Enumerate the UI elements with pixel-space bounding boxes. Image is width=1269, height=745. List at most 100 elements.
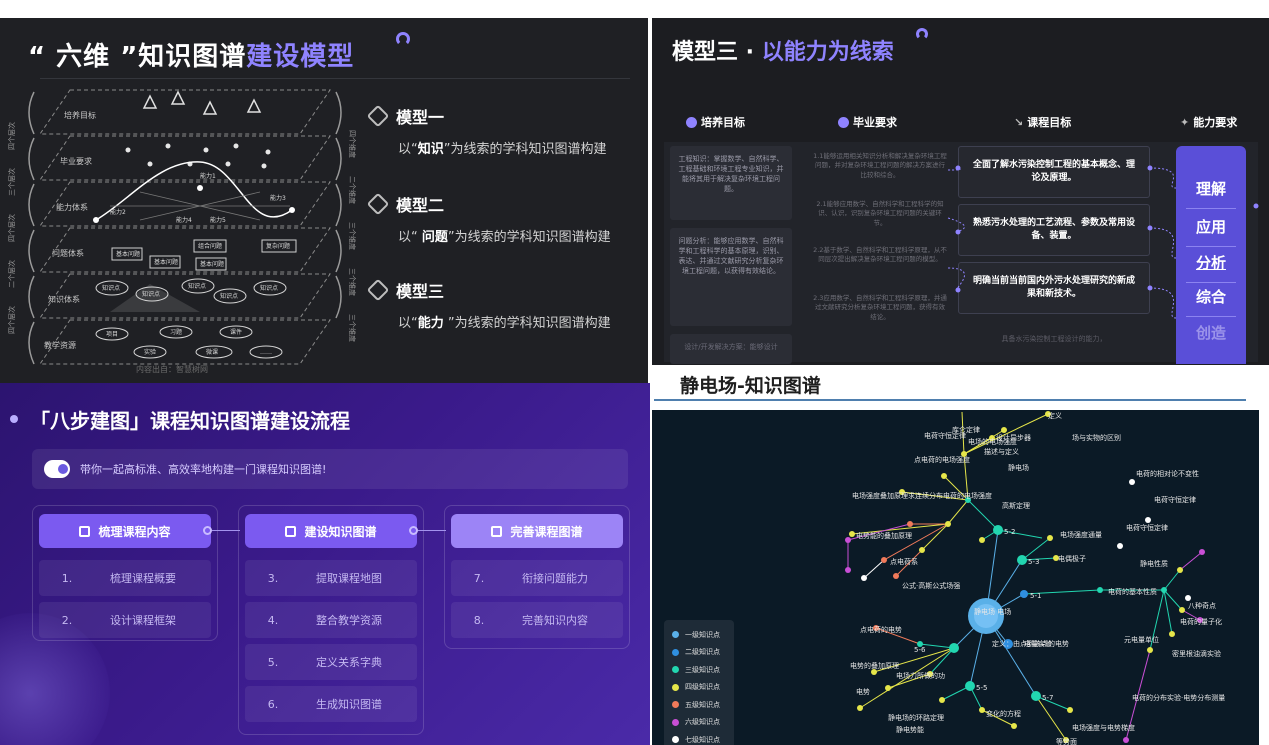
problem-node: 基本问题 — [200, 260, 224, 268]
step-item[interactable]: 5.定义关系字典 — [245, 644, 417, 680]
model-two: 模型二 以“ 问题”为线索的学科知识图谱构建 — [366, 192, 611, 245]
model-desc: 以“ 问题”为线索的学科知识图谱构建 — [398, 230, 611, 245]
ring-icon — [396, 32, 410, 46]
graph-label: 电量实验 — [1024, 639, 1052, 648]
cube-icon — [366, 192, 390, 216]
side-note: 二个层次 — [7, 260, 16, 288]
step-item[interactable]: 7.衔接问题能力 — [451, 560, 623, 596]
graph-label: 定义：由点到该点的电势 — [992, 639, 1069, 648]
graph-label: 电势能的叠加原理 — [856, 531, 912, 540]
divider — [40, 78, 630, 79]
graph-label: 5-5 — [976, 684, 987, 692]
side-note: 二个维度 — [348, 176, 357, 204]
legend-item[interactable]: 四级知识点 — [672, 679, 726, 697]
layer-plate — [39, 135, 331, 181]
goal-card: 工程知识：掌握数学、自然科学、工程基础和环境工程专业知识，并能将其用于解决复杂环… — [670, 146, 792, 220]
column-header: 培养目标 — [686, 114, 745, 130]
graph-label: 场与实物的区别 — [1072, 433, 1121, 442]
cube-icon — [366, 104, 390, 128]
graph-label: 密里根油滴实验 — [1172, 649, 1221, 658]
graph-label: 电荷的量子化 — [1180, 617, 1222, 626]
ability-node: 能力1 — [200, 172, 216, 180]
requirement-text: 2.2基于数学、自然科学和工程科学原理，从不同层次提出解决复杂环境工程问题的模型… — [813, 246, 947, 264]
graph-label: 电场强度通量 — [1060, 530, 1102, 539]
resource-node: 微课 — [206, 348, 218, 356]
step-item[interactable]: 3.提取课程地图 — [245, 560, 417, 596]
layer-label: 毕业要求 — [60, 156, 92, 166]
goal-triangle — [142, 94, 158, 109]
graph-label: 静电场的环路定理 — [888, 713, 944, 722]
legend-item[interactable]: 一级知识点 — [672, 626, 726, 644]
problem-node: 基本问题 — [116, 250, 140, 258]
legend-item[interactable]: 六级知识点 — [672, 714, 726, 732]
model-name: 模型一 — [396, 108, 445, 127]
bullet-icon — [10, 415, 18, 423]
legend-item[interactable]: 七级知识点 — [672, 731, 726, 745]
graph-label: 点电荷系 — [890, 557, 918, 566]
layer-label: 问题体系 — [52, 248, 84, 258]
group-header[interactable]: 梳理课程内容 — [39, 514, 211, 548]
dot-icon — [672, 736, 679, 744]
side-note: 三个层次 — [7, 168, 16, 196]
side-note: 四个层次 — [7, 214, 16, 242]
divider — [1186, 282, 1236, 283]
course-goal-card: 全面了解水污染控制工程的基本概念、理论及原理。 — [958, 146, 1150, 198]
knowledge-node: 知识点 — [102, 284, 120, 292]
graph-label: 静电场 电场 — [974, 607, 1011, 616]
side-note: 四个层次 — [7, 306, 16, 334]
model-name: 模型二 — [396, 196, 445, 215]
problem-node: 组合问题 — [198, 242, 222, 250]
step-item[interactable]: 1.梳理课程概要 — [39, 560, 211, 596]
graph-label: 等势面 — [1056, 737, 1077, 745]
legend-item[interactable]: 二级知识点 — [672, 644, 726, 662]
layer-plate — [39, 89, 331, 135]
column-header: ✦能力要求 — [1180, 115, 1238, 130]
goal-triangle — [170, 90, 186, 105]
legend-item[interactable]: 三级知识点 — [672, 661, 726, 679]
resource-node: 实验 — [144, 348, 156, 356]
ability-column: 理解 应用 分析 综合 创造 — [1176, 146, 1246, 364]
step-group: 梳理课程内容 1.梳理课程概要 2.设计课程框架 — [32, 505, 218, 641]
graph-label: 电荷的分布实验·电势分布测量 — [1132, 693, 1225, 702]
requirement-text: 1.1能够运用相关知识分析和解决复杂环境工程问题，并对复杂环境工程问题的解决方案… — [813, 152, 947, 179]
side-note: 四个层次 — [7, 122, 16, 150]
connector-lines — [947, 165, 1259, 319]
ability-item: 应用 — [1195, 218, 1226, 236]
layer-plate — [39, 319, 331, 365]
graph-label: 八种奇点 — [1188, 601, 1216, 610]
connector-line — [212, 530, 240, 531]
ability-curve — [95, 161, 293, 221]
graph-label: 电场强度与电势梯度 — [1072, 723, 1135, 732]
legend-item[interactable]: 五级知识点 — [672, 696, 726, 714]
course-goal-card: 熟悉污水处理的工艺流程、参数及常用设备、装置。 — [958, 204, 1150, 256]
doc-icon — [79, 525, 91, 537]
arrow-icon: ↘ — [1014, 115, 1024, 129]
graph-label: 电荷守恒定律 — [1154, 495, 1196, 504]
graph-label: 电荷的相对论不变性 — [1136, 469, 1199, 478]
layer-plate — [39, 227, 331, 273]
graph-legend: 一级知识点 二级知识点 三级知识点 四级知识点 五级知识点 六级知识点 七级知识… — [664, 620, 734, 745]
dot-icon — [672, 666, 679, 674]
graph-label: 电荷的基本性质 — [1108, 587, 1157, 596]
goal-card: 问题分析：能够应用数学、自然科学和工程科学的基本原理，识别、表达、并通过文献研究… — [670, 228, 792, 326]
target-icon — [838, 116, 849, 128]
graph-label: 变化的方程 — [986, 709, 1021, 718]
graph-label: 描述与定义 — [984, 447, 1019, 456]
connector-dot — [203, 526, 212, 535]
model-three: 模型三 以“能力 ”为线索的学科知识图谱构建 — [366, 278, 611, 331]
step-item[interactable]: 6.生成知识图谱 — [245, 686, 417, 722]
doc-icon — [491, 525, 503, 537]
step-item[interactable]: 2.设计课程框架 — [39, 602, 211, 638]
graph-label: 电场强度叠加原理求连续分布电荷的电场强度 — [852, 491, 992, 500]
cube-icon — [366, 278, 390, 302]
resource-node: …… — [260, 349, 272, 356]
group-header[interactable]: 建设知识图谱 — [245, 514, 417, 548]
graph-label: 点电荷的电势 — [860, 625, 902, 634]
group-header[interactable]: 完善课程图谱 — [451, 514, 623, 548]
step-item[interactable]: 4.整合教学资源 — [245, 602, 417, 638]
model-name: 模型三 — [396, 282, 445, 301]
ability-node: 能力3 — [270, 194, 286, 202]
resource-node: 习题 — [170, 329, 182, 336]
graph-network: 静电场 电场 5-1 5-2 5-3 5-5 5-6 5-7 定义 电荷守恒定律… — [845, 411, 1225, 745]
step-item[interactable]: 8.完善知识内容 — [451, 602, 623, 638]
